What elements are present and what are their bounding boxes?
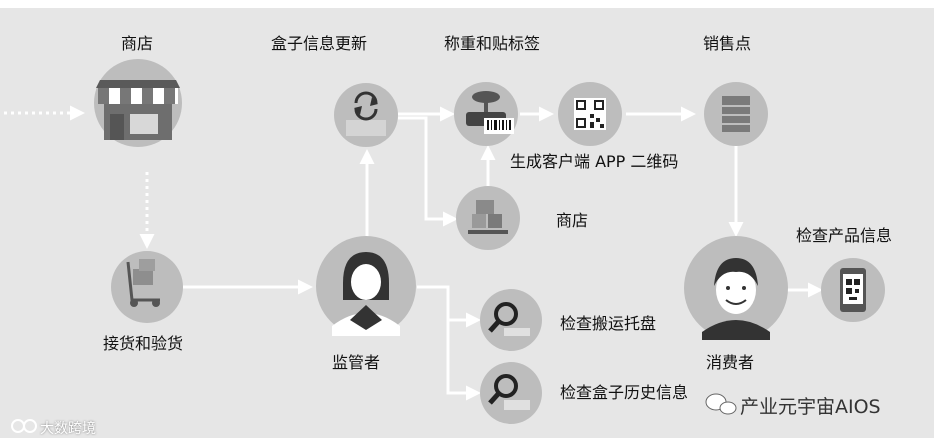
magnifier-icon (488, 374, 518, 405)
history-label: 检查盒子历史信息 (560, 383, 689, 402)
barcode-icon (484, 118, 514, 134)
pallet-node (480, 289, 542, 351)
supervisor-to-history-arrow (446, 320, 481, 401)
refresh-icon (354, 91, 378, 121)
qr-code-icon (574, 98, 606, 130)
pos-node (704, 82, 768, 146)
pallet-label: 检查搬运托盘 (560, 314, 657, 333)
boxes-icon (468, 200, 508, 234)
store-mid-label: 商店 (556, 211, 589, 230)
weigh-node (454, 82, 518, 146)
store-awning-icon (96, 80, 180, 104)
supervisor-to-pallet-arrow (417, 285, 481, 328)
watermark-left: 大数跨境 (40, 421, 96, 437)
phone-node (821, 258, 885, 322)
watermark-right: 产业元宇宙AIOS (740, 396, 881, 418)
history-node (480, 362, 542, 424)
shelf-icon (722, 96, 750, 132)
supervisor-node (316, 236, 416, 336)
consumer-avatar-icon (702, 258, 770, 340)
phone-qr-icon (840, 268, 866, 312)
receive-label: 接货和验货 (103, 334, 184, 353)
consumer-label: 消费者 (706, 353, 755, 372)
data-logo-icon (11, 419, 37, 433)
magnifier-icon (488, 302, 518, 333)
hand-truck-icon (126, 259, 160, 307)
hand-truck-node (111, 251, 183, 323)
supervisor-avatar-icon (332, 252, 400, 336)
qr-app-label: 生成客户端 APP 二维码 (510, 152, 679, 171)
box-update-node (334, 83, 398, 147)
box-to-store-mid-arrow (398, 116, 458, 227)
weigh-label: 称重和贴标签 (444, 34, 541, 53)
pos-label: 销售点 (703, 34, 752, 53)
store-top-label: 商店 (121, 34, 154, 53)
consumer-node (684, 236, 788, 340)
box-update-label: 盒子信息更新 (271, 34, 368, 53)
supervisor-label: 监管者 (332, 353, 381, 372)
qr-node (558, 82, 622, 146)
store-node (94, 59, 182, 147)
store-mid-node (456, 186, 520, 250)
check-product-label: 检查产品信息 (796, 226, 893, 245)
wechat-icon (705, 393, 737, 415)
